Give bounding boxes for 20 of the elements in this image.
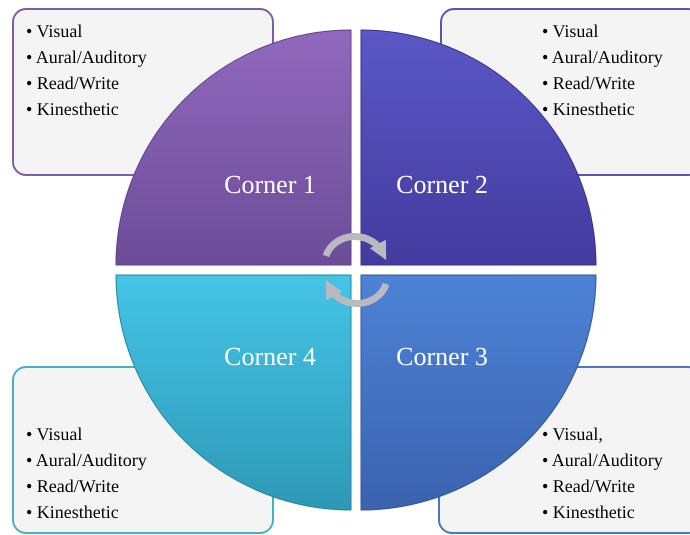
list-item: • Kinesthetic [542, 501, 636, 524]
list-item: • Visual [26, 20, 84, 43]
list-item: • Read/Write [542, 72, 636, 95]
segment-label: Corner 4 [224, 342, 316, 372]
list-item: • Aural/Auditory [542, 46, 663, 69]
list-item: • Kinesthetic [542, 98, 636, 121]
segment-label: Corner 2 [396, 170, 488, 200]
segment-label: Corner 1 [224, 170, 316, 200]
list-item: • Aural/Auditory [26, 449, 147, 472]
list-item: • Read/Write [26, 72, 120, 95]
segment-label: Corner 3 [396, 342, 488, 372]
list-item: • Kinesthetic [26, 501, 120, 524]
list-item: • Kinesthetic [26, 98, 120, 121]
list-item: • Aural/Auditory [26, 46, 147, 69]
list-item: • Visual [542, 20, 600, 43]
list-item: • Read/Write [542, 475, 636, 498]
list-item: • Visual [26, 423, 84, 446]
list-item: • Read/Write [26, 475, 120, 498]
list-item: • Aural/Auditory [542, 449, 663, 472]
list-item: • Visual, [542, 423, 604, 446]
